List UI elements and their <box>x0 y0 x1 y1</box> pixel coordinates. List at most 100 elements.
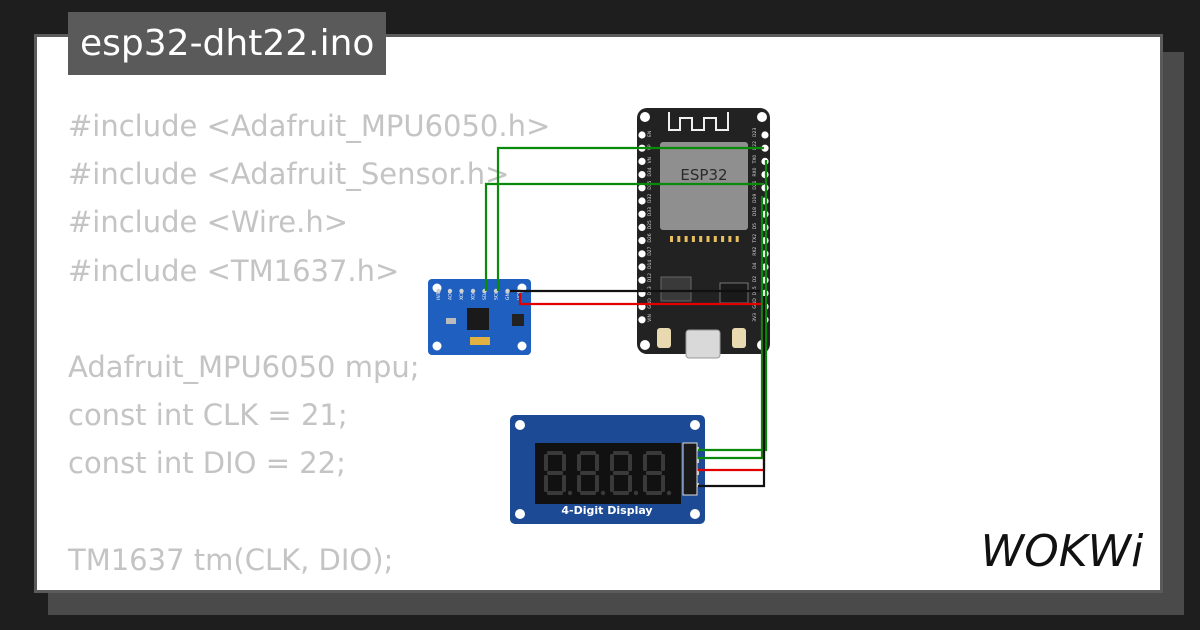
segment <box>580 451 596 455</box>
segment-dot <box>567 490 573 496</box>
pin-dot <box>638 223 646 231</box>
esp32-pin-label: D5 <box>752 223 758 229</box>
esp32-pin-label: D14 <box>647 260 653 269</box>
voltage-regulator <box>660 276 692 302</box>
chip-pad <box>677 236 681 242</box>
segment <box>646 491 662 495</box>
segment <box>595 454 599 471</box>
mpu6050-pin <box>447 288 453 294</box>
mpu6050-pin <box>470 288 476 294</box>
wire-scl <box>484 182 764 291</box>
chip-pad <box>713 236 717 242</box>
segment-dot <box>666 490 672 496</box>
chip-pad <box>735 236 739 242</box>
code-line: TM1637 tm(CLK, DIO); <box>68 542 394 577</box>
esp32-pin-label: D32 <box>647 194 653 203</box>
seven-segment-digits <box>544 447 699 496</box>
esp32-pin-label: D19 <box>752 194 758 203</box>
chip-pad <box>721 236 725 242</box>
segment <box>547 471 563 475</box>
pin-dot <box>638 157 646 165</box>
code-line: #include <Adafruit_MPU6050.h> <box>68 109 551 143</box>
digit <box>577 451 606 496</box>
esp32-pin-label: RX0 <box>752 167 758 176</box>
segment <box>562 475 566 492</box>
segment <box>643 475 647 492</box>
pin-dot <box>638 316 646 324</box>
pin-dot <box>638 184 646 192</box>
mpu6050-capacitor <box>470 337 490 345</box>
segment <box>580 491 596 495</box>
tm1637-display[interactable]: 4-Digit Display <box>510 415 705 524</box>
pin-dot <box>638 276 646 284</box>
segment <box>544 475 548 492</box>
segment <box>661 454 665 471</box>
pin-dot <box>638 210 646 218</box>
mpu6050-pin-label: XDA <box>471 290 477 300</box>
mpu6050-pin <box>505 288 510 294</box>
esp32-pin-label: D18 <box>752 207 758 216</box>
esp32-pin-label: VIN <box>647 314 653 322</box>
chip-pad <box>684 236 688 242</box>
mpu6050-pin-label: XCL <box>459 291 465 300</box>
mpu6050-pin-label: AD0 <box>448 290 454 300</box>
mpu6050-pin-label: INT <box>436 292 442 300</box>
esp32-pin-label: D12 <box>647 273 653 282</box>
boot-button[interactable] <box>732 328 746 348</box>
esp32-pin-label: TX2 <box>752 234 758 244</box>
esp32-pin-label: D23 <box>752 128 758 137</box>
pin-dot <box>638 263 646 271</box>
segment <box>613 451 629 455</box>
esp32-pin-label: D34 <box>647 167 653 176</box>
mpu6050-pin-label: SCL <box>494 291 500 300</box>
segment <box>610 475 614 492</box>
digit <box>544 451 573 496</box>
segment <box>595 475 599 492</box>
pin-dot <box>638 250 646 258</box>
segment <box>628 475 632 492</box>
esp32-module-shield <box>660 142 748 230</box>
wire-sda <box>496 146 764 291</box>
wire-display-clk <box>698 160 768 452</box>
segment <box>544 454 548 471</box>
usb-port-icon <box>685 329 721 359</box>
esp32-pin-label: D21 <box>752 180 758 189</box>
segment <box>610 454 614 471</box>
esp32-pin-label: D33 <box>647 207 653 216</box>
en-button[interactable] <box>657 328 671 348</box>
wire-mpu-vcc <box>518 293 764 306</box>
mpu6050-regulator <box>512 314 524 326</box>
chip-pad <box>728 236 732 242</box>
esp32-label: ESP32 <box>680 166 727 184</box>
pin-dot <box>638 131 646 139</box>
wire-display-dio <box>698 196 764 460</box>
segment <box>613 491 629 495</box>
antenna-trace-icon <box>668 112 729 131</box>
segment <box>547 491 563 495</box>
mpu6050-pin <box>436 288 441 294</box>
chip-pad <box>691 236 695 242</box>
segment <box>577 475 581 492</box>
esp32-pin-label: D22 <box>752 141 758 150</box>
esp32-pin-label: D26 <box>647 233 653 242</box>
pin-dot <box>761 131 769 139</box>
display-label: 4-Digit Display <box>561 504 652 517</box>
logo-text: WOKWi <box>981 526 1144 577</box>
mpu6050-pin-label: SDA <box>482 290 488 300</box>
code-line: Adafruit_MPU6050 mpu; <box>68 349 420 384</box>
segment <box>577 454 581 471</box>
pin-dot <box>761 144 769 152</box>
code-line: #include <Adafruit_Sensor.h> <box>68 157 510 192</box>
display-header <box>682 442 698 496</box>
segment <box>547 451 563 455</box>
code-line: const int DIO = 22; <box>68 446 346 481</box>
esp32-pin-label: D35 <box>647 180 653 189</box>
esp32-pin-label: 3V3 <box>752 313 758 322</box>
mpu6050-pin <box>459 288 464 294</box>
esp32-pin-label: D25 <box>647 220 653 229</box>
sketch-filename-tab[interactable]: esp32-dht22.ino <box>68 12 387 75</box>
